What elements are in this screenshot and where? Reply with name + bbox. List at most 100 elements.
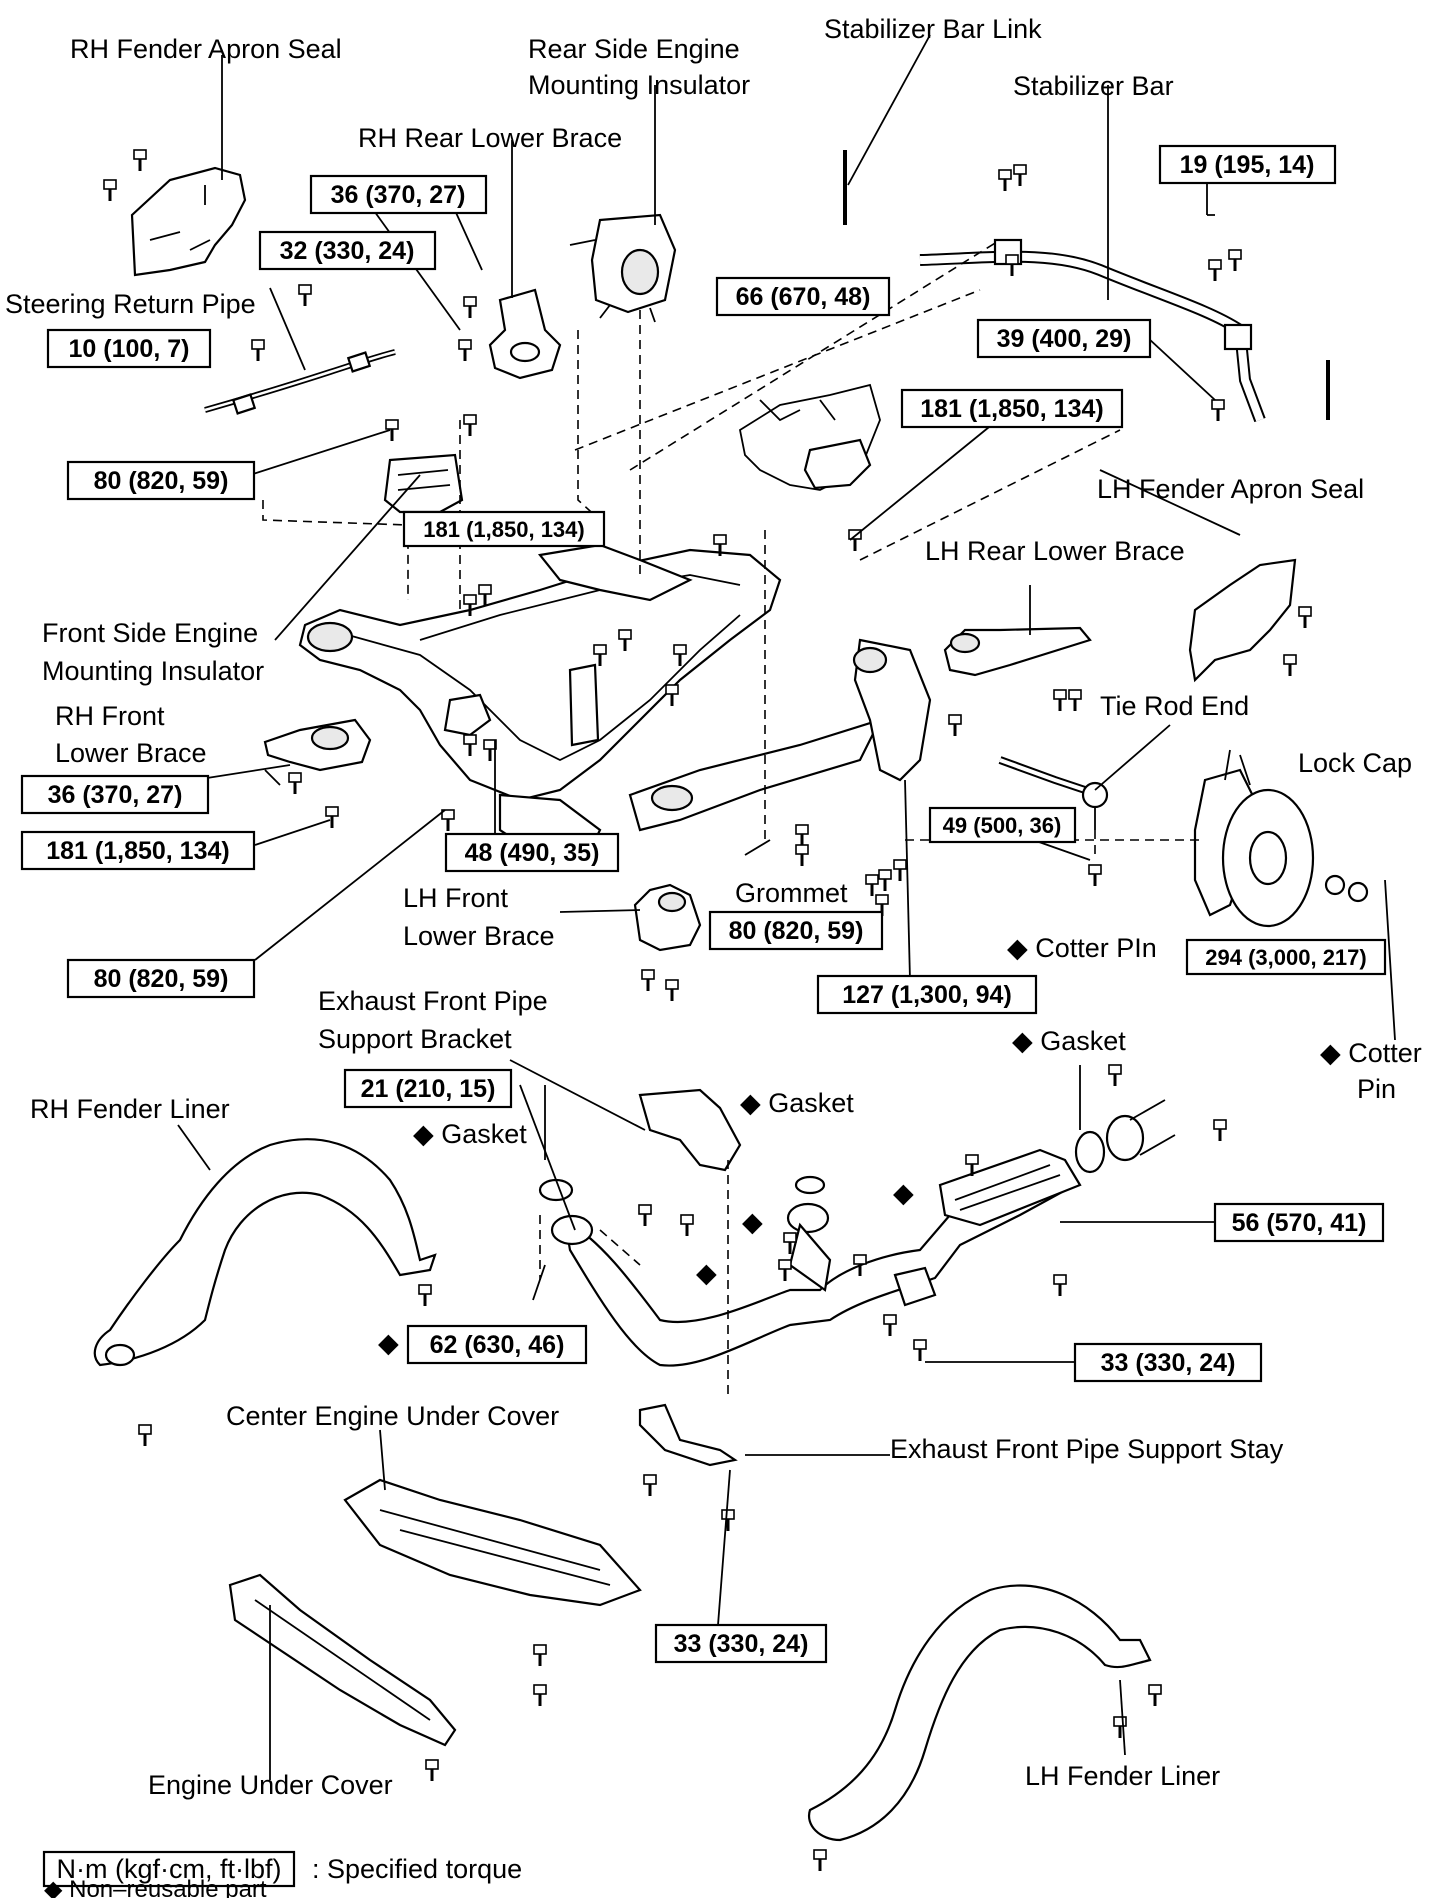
torque-box-33-b: 33 (330, 24): [654, 1623, 828, 1664]
torque-box-181-b: 181 (1,850, 134): [402, 510, 606, 548]
bolt-icon: [1298, 606, 1312, 628]
torque-value: 181 (1,850, 134): [423, 517, 584, 542]
torque-box-80-a: 80 (820, 59): [66, 460, 256, 501]
label-lh-rear-lower-brace: LH Rear Lower Brace: [925, 536, 1185, 566]
bolt-icon: [1211, 399, 1225, 421]
legend-non-reusable: ◆ Non–reusable part: [44, 1876, 267, 1898]
bolt-icon: [1108, 1064, 1122, 1086]
diamond-marker-pipe-left: ◆: [696, 1258, 717, 1288]
engine-under-cover-part: [228, 1573, 457, 1747]
bolt-icon: [1148, 1684, 1162, 1706]
bolt-icon: [673, 644, 687, 666]
label-stabilizer-bar-link: Stabilizer Bar Link: [824, 14, 1042, 44]
torque-box-33-a: 33 (330, 24): [1073, 1342, 1263, 1383]
label-exhaust-support-stay: Exhaust Front Pipe Support Stay: [890, 1434, 1284, 1464]
bolt-icon: [865, 874, 879, 896]
torque-box-36-b: 36 (370, 27): [20, 774, 210, 815]
label-front-side-engine-1: Front Side Engine: [42, 618, 258, 648]
torque-value: 39 (400, 29): [997, 325, 1132, 353]
label-engine-under-cover: Engine Under Cover: [148, 1770, 393, 1800]
assembly-dashed-lines: [262, 239, 1205, 1400]
diamond-marker-pipe-right: ◆: [893, 1178, 914, 1208]
label-tie-rod-end: Tie Rod End: [1100, 691, 1249, 721]
torque-box-66: 66 (670, 48): [715, 276, 891, 317]
torque-box-294: 294 (3,000, 217): [1185, 938, 1387, 976]
gaskets-part: [538, 1175, 826, 1202]
bolt-icon: [463, 414, 477, 436]
rh-front-lower-brace-part: [263, 718, 372, 772]
torque-value: 36 (370, 27): [48, 781, 183, 809]
label-front-side-engine-2: Mounting Insulator: [42, 656, 264, 686]
label-lock-cap: Lock Cap: [1298, 748, 1412, 778]
torque-value: 80 (820, 59): [94, 965, 229, 993]
front-suspension-crossmember-part: [298, 543, 932, 852]
bolt-icon: [1053, 689, 1067, 711]
bolt-icon: [713, 534, 727, 556]
legend-unit-text: N·m (kgf·cm, ft·lbf): [57, 1854, 282, 1884]
bolt-icon: [1088, 864, 1102, 886]
bolt-icon: [848, 529, 862, 551]
label-rear-side-engine-1: Rear Side Engine: [528, 34, 740, 64]
label-gasket-mid: ◆ Gasket: [740, 1088, 854, 1118]
bolt-icon: [483, 739, 497, 761]
bolt-icon: [463, 594, 477, 616]
label-rh-fender-liner: RH Fender Liner: [30, 1094, 230, 1124]
bolt-icon: [665, 684, 679, 706]
bolt-icon: [1228, 249, 1242, 271]
torque-value: 80 (820, 59): [94, 467, 229, 495]
bolt-icon: [643, 1474, 657, 1496]
rh-fender-liner-part: [93, 1138, 437, 1367]
bolt-icon: [1213, 1119, 1227, 1141]
label-exhaust-bracket-2: Support Bracket: [318, 1024, 512, 1054]
bolt-icon: [795, 824, 809, 846]
torque-box-80-c: 80 (820, 59): [66, 958, 256, 999]
label-center-engine-under-cover: Center Engine Under Cover: [226, 1401, 559, 1431]
label-grommet: Grommet: [735, 878, 848, 908]
bolt-icon: [965, 1154, 979, 1176]
label-lh-front-2: Lower Brace: [403, 921, 555, 951]
torque-box-48: 48 (490, 35): [444, 832, 620, 873]
bolt-icon: [1013, 164, 1027, 186]
tie-rod-end-part: [998, 756, 1109, 830]
bolt-icon: [665, 979, 679, 1001]
torque-box-80-b: 80 (820, 59): [708, 910, 884, 951]
torque-value: 127 (1,300, 94): [842, 981, 1012, 1009]
torque-value: 80 (820, 59): [729, 917, 864, 945]
label-stabilizer-bar: Stabilizer Bar: [1013, 71, 1174, 101]
bolt-icon: [533, 1684, 547, 1706]
exhaust-support-stay-part: [638, 1403, 738, 1467]
bolt-icon: [1283, 654, 1297, 676]
bolt-icon: [325, 806, 339, 828]
label-cotter-pin-1: ◆ Cotter PIn: [1007, 933, 1157, 963]
bolt-icon: [641, 969, 655, 991]
torque-box-49: 49 (500, 36): [928, 806, 1077, 844]
leader-lines: [177, 34, 1396, 1780]
lh-fender-liner-part: [807, 1584, 1152, 1842]
torque-box-181-c: 181 (1,850, 134): [20, 830, 256, 871]
bolt-icon: [103, 179, 117, 201]
label-lh-front-1: LH Front: [403, 883, 509, 913]
bolt-icon: [425, 1759, 439, 1781]
rh-rear-lower-brace-part: [488, 288, 562, 380]
torque-value: 36 (370, 27): [331, 181, 466, 209]
bolt-icon: [1005, 254, 1019, 276]
bolt-icon: [458, 339, 472, 361]
lh-front-lower-brace-part: [633, 883, 702, 952]
steering-return-pipe-part: [204, 349, 396, 415]
torque-box-56: 56 (570, 41): [1213, 1202, 1385, 1243]
center-engine-under-cover-part: [343, 1478, 642, 1607]
torque-value: 48 (490, 35): [465, 839, 600, 867]
torque-value: 181 (1,850, 134): [920, 395, 1103, 423]
bolt-icon: [298, 284, 312, 306]
bolt-icon: [893, 859, 907, 881]
bolt-icon: [288, 772, 302, 794]
exhaust-front-pipe-part: [550, 1099, 1176, 1367]
torque-value: 33 (330, 24): [674, 1630, 809, 1658]
torque-value: 49 (500, 36): [943, 813, 1062, 838]
label-cotter-pin-2b: Pin: [1357, 1074, 1396, 1104]
bolt-icon: [138, 1424, 152, 1446]
torque-box-39: 39 (400, 29): [976, 318, 1152, 359]
torque-box-21: 21 (210, 15): [343, 1068, 513, 1109]
torque-value: 181 (1,850, 134): [46, 837, 229, 865]
